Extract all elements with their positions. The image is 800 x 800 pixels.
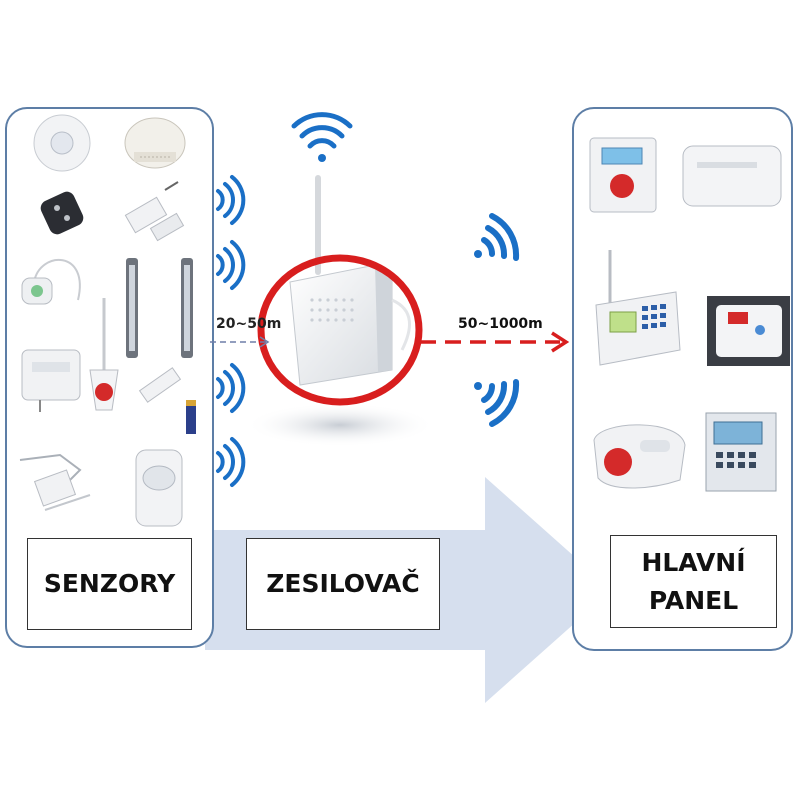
pir-motion-sensor-icon <box>135 449 183 527</box>
gsm-module-icon <box>682 145 782 207</box>
sensor-signal-icons <box>216 175 246 487</box>
short-link-arrow <box>210 336 270 348</box>
touch-panel-icon <box>707 296 790 366</box>
door-contact-sensor-icon <box>124 181 185 242</box>
long-link-arrow <box>420 331 570 353</box>
main-panel-label: HLAVNÍ PANEL <box>610 535 777 628</box>
repeater-highlight-ring <box>257 254 423 406</box>
sensors-label: SENZORY <box>27 538 192 630</box>
control-panel-lcd-icon <box>705 412 777 492</box>
magnetic-contact-battery-icon <box>138 367 196 434</box>
pir-ceiling-sensor-icon <box>33 114 91 172</box>
infrared-beam-sensor-icon <box>126 258 193 358</box>
gas-detector-icon <box>21 349 81 412</box>
sensor-range-label: 20~50m <box>216 316 282 332</box>
smoke-detector-icon <box>124 117 186 169</box>
panel-range-label: 50~1000m <box>458 316 543 332</box>
panic-pendant-icon <box>21 258 81 305</box>
wall-panel-sos-icon <box>589 137 657 213</box>
panel-signal-icons <box>474 213 520 427</box>
repeater-label: ZESILOVAČ <box>246 538 440 630</box>
gsm-alarm-keypad-icon <box>595 250 681 366</box>
emergency-button-icon <box>89 298 119 411</box>
repeater-shadow <box>245 403 435 447</box>
emergency-dialer-icon <box>593 424 686 489</box>
remote-keyfob-icon <box>40 191 84 235</box>
water-leak-sensor-icon <box>19 453 91 511</box>
repeater-device-icon <box>289 175 412 386</box>
repeater-signal-icon <box>291 112 353 162</box>
